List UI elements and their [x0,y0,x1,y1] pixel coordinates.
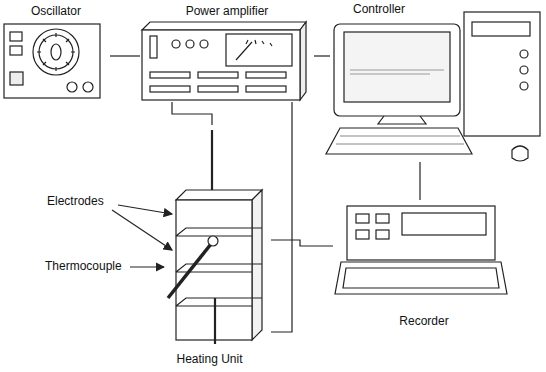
cable-connector [110,55,140,56]
device-node: Power amplifier [140,2,314,102]
cable-connector [172,102,212,125]
controller-computer [326,12,540,161]
cable-connector [271,240,333,246]
cable-connector [419,162,420,200]
recorder-device [335,206,507,294]
device-node: Recorder [333,200,515,330]
device-node: Heating Unit [160,125,271,368]
device-caption: Power amplifier [140,4,314,18]
power-amplifier-device [142,22,306,100]
device-caption: Controller [270,2,488,16]
device-caption: Recorder [333,314,515,328]
cable-connector [271,102,292,332]
device-node: Oscillator [2,2,110,100]
leader-lines [112,205,172,267]
cable-connector [314,55,330,56]
part-label: Electrodes [46,194,105,208]
device-node: Controller [330,0,546,162]
device-caption: Oscillator [2,4,110,18]
heating-unit-cube [168,130,262,344]
device-caption: Heating Unit [154,352,265,366]
oscillator-device [4,24,100,98]
part-label: Thermocouple [44,259,123,273]
